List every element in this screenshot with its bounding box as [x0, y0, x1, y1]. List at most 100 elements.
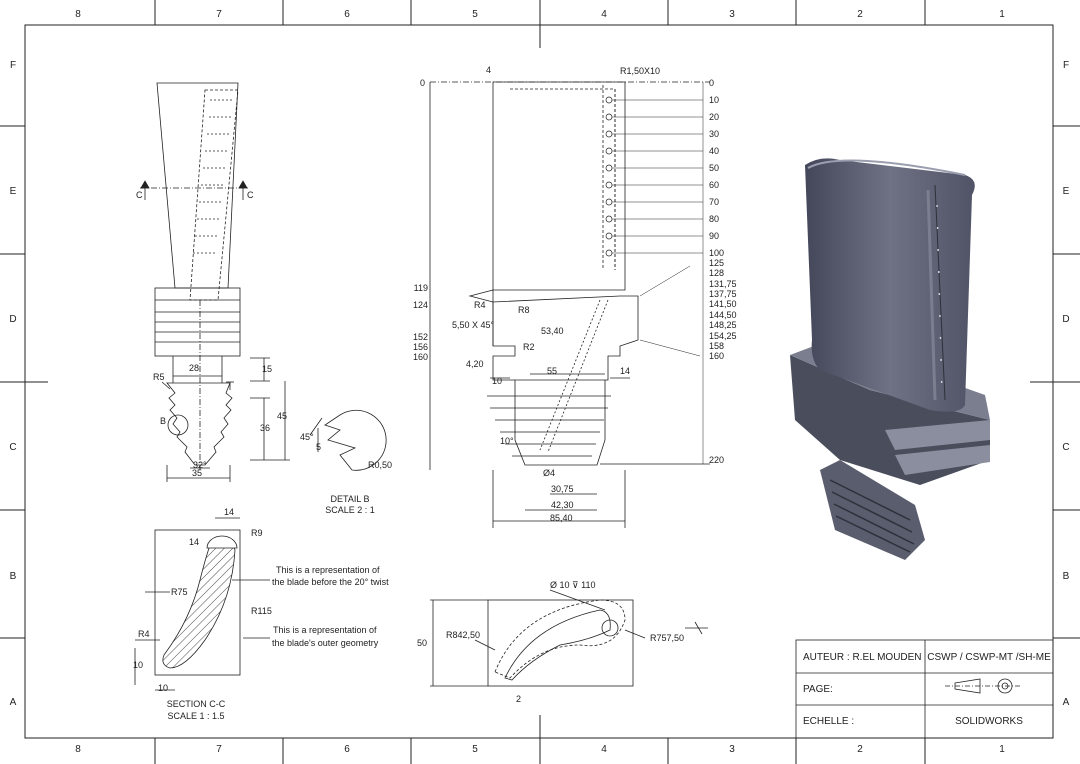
- dim-label: R5: [153, 372, 165, 382]
- dim-label: 85,40: [550, 513, 573, 523]
- top-view-dimensions: Ø 10 ⊽ 110 50 R842,50 R757,50 2: [417, 580, 684, 704]
- column-label: 3: [729, 9, 735, 20]
- dim-label: 55: [547, 366, 557, 376]
- dim-label: R1,50X10: [620, 66, 660, 76]
- column-label: 1: [999, 9, 1005, 20]
- software-label: SOLIDWORKS: [955, 716, 1023, 727]
- ordinate-label: 220: [709, 455, 724, 465]
- ordinate-label: 80: [709, 214, 719, 224]
- blade-3d-render: [790, 158, 990, 560]
- ordinate-label: 152: [413, 332, 428, 342]
- ordinate-label: 156: [413, 342, 428, 352]
- note-text: the blade before the 20° twist: [272, 577, 389, 587]
- column-label: 5: [472, 744, 478, 755]
- projection-symbol-icon: [945, 678, 1020, 694]
- ordinate-label: 125: [709, 258, 724, 268]
- dim-label: 53,40: [541, 326, 564, 336]
- column-label: 7: [216, 9, 222, 20]
- section-marker: C: [136, 190, 143, 200]
- view-scale: SCALE 2 : 1: [325, 505, 375, 515]
- title-block-text: AUTEUR : R.EL MOUDEN CSWP / CSWP-MT /SH-…: [803, 652, 1051, 727]
- dim-label: 10: [158, 683, 168, 693]
- dim-label: 4: [486, 65, 491, 75]
- column-labels-bottom: 8 7 6 5 4 3 2 1: [75, 744, 1005, 755]
- dim-label: 10: [492, 376, 502, 386]
- ordinate-label: 70: [709, 197, 719, 207]
- dim-label: 28: [189, 363, 199, 373]
- row-label: F: [10, 60, 16, 71]
- column-label: 7: [216, 744, 222, 755]
- column-label: 6: [344, 9, 350, 20]
- detail-b-dimensions: 45° 5 R0,50 DETAIL B SCALE 2 : 1: [300, 432, 392, 515]
- dim-label: 35: [192, 468, 202, 478]
- row-label: B: [10, 571, 17, 582]
- dim-label: R8: [518, 305, 530, 315]
- front-view-left-ordinates: 119 124 152 156 160: [413, 283, 428, 362]
- column-labels-top: 8 7 6 5 4 3 2 1: [75, 9, 1005, 20]
- scale-label: ECHELLE :: [803, 716, 854, 727]
- dim-label: 30,75: [551, 484, 574, 494]
- dim-label: R9: [251, 528, 263, 538]
- section-cc-notes: This is a representation of the blade be…: [167, 565, 389, 721]
- dim-label: 14: [189, 537, 199, 547]
- ordinate-label: 148,25: [709, 320, 737, 330]
- ordinate-label: 124: [413, 300, 428, 310]
- row-labels-left: F E D C B A: [9, 60, 16, 708]
- note-text: the blade's outer geometry: [272, 638, 379, 648]
- ordinate-label: 30: [709, 129, 719, 139]
- title-block: [795, 639, 1054, 739]
- dim-label: 10: [133, 660, 143, 670]
- row-label: C: [1062, 442, 1069, 453]
- dim-label: 14: [620, 366, 630, 376]
- column-label: 8: [75, 744, 81, 755]
- dim-label: 32°: [193, 460, 207, 470]
- ordinate-label: 90: [709, 231, 719, 241]
- row-label: B: [1063, 571, 1070, 582]
- dim-label: R757,50: [650, 633, 684, 643]
- dim-label: R4: [138, 629, 150, 639]
- page-label: PAGE:: [803, 684, 833, 695]
- dim-label: 42,30: [551, 500, 574, 510]
- dim-label: R2: [523, 342, 535, 352]
- ordinate-label: 137,75: [709, 289, 737, 299]
- dim-label: 0: [420, 78, 425, 88]
- dim-label: R115: [251, 606, 272, 616]
- dim-label: 10°: [500, 436, 514, 446]
- dim-label: 4,20: [466, 359, 484, 369]
- dim-label: Ø 10 ⊽ 110: [550, 580, 595, 590]
- column-label: 4: [601, 9, 607, 20]
- ordinate-label: 10: [709, 95, 719, 105]
- row-label: A: [1063, 697, 1070, 708]
- row-label: E: [10, 186, 17, 197]
- ordinate-label: 40: [709, 146, 719, 156]
- row-label: F: [1063, 60, 1069, 71]
- dim-label: 45°: [300, 432, 314, 442]
- dim-label: R0,50: [368, 460, 392, 470]
- ordinate-label: 131,75: [709, 279, 737, 289]
- dim-label: Ø4: [543, 468, 555, 478]
- note-text: This is a representation of: [276, 565, 380, 575]
- row-label: E: [1063, 186, 1070, 197]
- front-view: [429, 81, 710, 528]
- ordinate-label: 119: [414, 283, 428, 293]
- ordinate-label: 144,50: [709, 310, 737, 320]
- dim-label: 5,50 X 45°: [452, 320, 495, 330]
- column-label: 8: [75, 9, 81, 20]
- column-label: 5: [472, 9, 478, 20]
- dim-label: 45: [277, 411, 287, 421]
- ordinate-label: 141,50: [709, 299, 737, 309]
- dim-label: 50: [417, 638, 427, 648]
- section-marker: C: [247, 190, 254, 200]
- front-view-right-ordinates: 0 10 20 30 40 50 60 70 80 90 100 125 128…: [709, 78, 737, 465]
- dim-label: 36: [260, 423, 270, 433]
- dim-label: R4: [474, 300, 486, 310]
- ordinate-label: 154,25: [709, 331, 737, 341]
- column-label: 4: [601, 744, 607, 755]
- section-cc-view: [134, 517, 270, 691]
- column-label: 3: [729, 744, 735, 755]
- view-title: SECTION C-C: [167, 699, 226, 709]
- view-scale: SCALE 1 : 1.5: [167, 711, 224, 721]
- side-view: [140, 82, 290, 482]
- author-label: AUTEUR : R.EL MOUDEN: [803, 652, 922, 663]
- top-view: [430, 589, 708, 687]
